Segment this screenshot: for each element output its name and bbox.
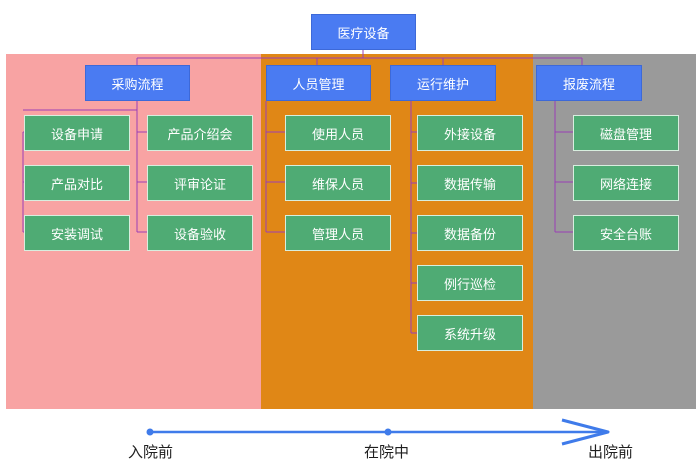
item-maintenance-staff: 维保人员 <box>285 165 391 201</box>
item-product-presentation: 产品介绍会 <box>147 115 253 151</box>
item-data-transfer: 数据传输 <box>417 165 523 201</box>
category-operation: 运行维护 <box>390 65 496 101</box>
item-device-acceptance: 设备验收 <box>147 215 253 251</box>
timeline-dot-middle <box>384 428 392 436</box>
item-users: 使用人员 <box>285 115 391 151</box>
item-installation-debugging: 安装调试 <box>24 215 130 251</box>
timeline-dot-start <box>146 428 154 436</box>
item-routine-inspection: 例行巡检 <box>417 265 523 301</box>
item-data-backup: 数据备份 <box>417 215 523 251</box>
item-product-comparison: 产品对比 <box>24 165 130 201</box>
item-external-devices: 外接设备 <box>417 115 523 151</box>
item-review-evaluation: 评审论证 <box>147 165 253 201</box>
category-personnel: 人员管理 <box>266 65 371 101</box>
root-node-medical-equipment: 医疗设备 <box>311 14 416 50</box>
item-system-upgrade: 系统升级 <box>417 315 523 351</box>
item-management-staff: 管理人员 <box>285 215 391 251</box>
category-procurement: 采购流程 <box>85 65 190 101</box>
item-security-ledger: 安全台账 <box>573 215 679 251</box>
item-network-connection: 网络连接 <box>573 165 679 201</box>
item-disk-management: 磁盘管理 <box>573 115 679 151</box>
stage-during-stay: 在院中 <box>364 443 410 461</box>
stage-before-discharge: 出院前 <box>588 443 634 461</box>
category-scrap: 报废流程 <box>536 65 642 101</box>
item-device-application: 设备申请 <box>24 115 130 151</box>
stage-before-admission: 入院前 <box>128 443 174 461</box>
